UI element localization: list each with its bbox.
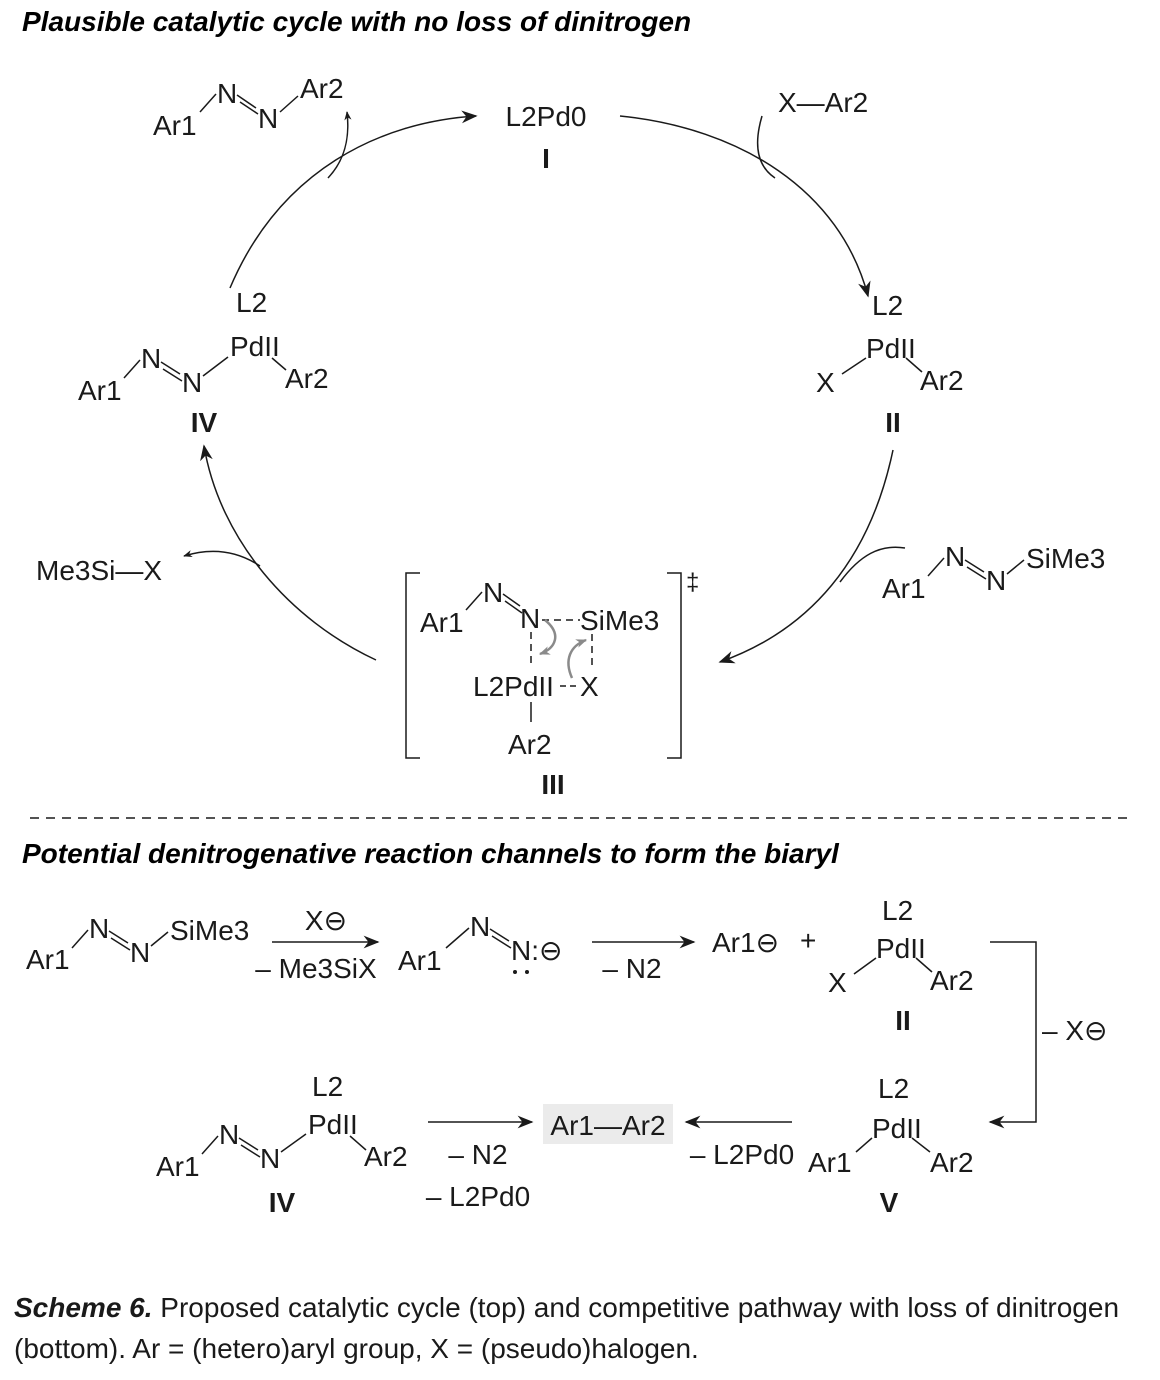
ii-x: X: [816, 367, 835, 398]
v-ligand: L2: [878, 1073, 909, 1104]
ii-b-ligand: L2: [882, 895, 913, 926]
reagent-entry-arrow: [756, 115, 776, 179]
iii-sime3: SiMe3: [580, 605, 659, 636]
label-II-bottom: II: [895, 1005, 911, 1036]
ts-right-bracket: [667, 572, 682, 759]
v-ar2: Ar2: [930, 1147, 974, 1178]
label-III: III: [541, 769, 564, 800]
iv-b-ar1: Ar1: [156, 1151, 200, 1182]
pd0-formula: L2Pd0: [506, 101, 587, 132]
label-I: I: [542, 143, 550, 174]
oxidative-addition-arrow: [619, 115, 871, 298]
reaction-scheme: L2Pd0 I X—Ar2 Ar1 N N Ar2 L2 PdII X Ar2 …: [26, 73, 1128, 1218]
iii-pd: L2PdII: [473, 671, 554, 702]
iv-ligand: L2: [236, 287, 267, 318]
silyl-diazene: Ar1 N N SiMe3: [882, 541, 1105, 604]
ts-left-bracket: [405, 572, 420, 759]
iii-ar1: Ar1: [420, 607, 464, 638]
azo-product: Ar1 N N Ar2: [153, 73, 344, 141]
left-loss-n2: – N2: [448, 1139, 507, 1170]
iii-ar2: Ar2: [508, 729, 552, 760]
right-loss-pd: – L2Pd0: [690, 1139, 794, 1170]
species-V: L2 PdII Ar1 Ar2 V: [808, 1073, 974, 1218]
label-IV-bottom: IV: [269, 1187, 296, 1218]
start-ar1: Ar1: [26, 944, 70, 975]
ii-ar2: Ar2: [920, 365, 964, 396]
product-highlight: [543, 1104, 673, 1144]
caption-lead: Scheme 6.: [14, 1292, 153, 1323]
iv-ar1: Ar1: [78, 375, 122, 406]
aryl-anion: Ar1⊖: [712, 927, 779, 958]
diazenide-ar1: Ar1: [398, 945, 442, 976]
reagent-entry-arrow: [839, 546, 906, 583]
azo-n1: N: [217, 78, 237, 109]
diazenide-n2: N:⊖: [511, 935, 562, 966]
caption-text: Proposed catalytic cycle (top) and compe…: [14, 1292, 1120, 1364]
diazenide-n1: N: [470, 911, 490, 942]
start-n2: N: [130, 937, 150, 968]
denitrogenative-channels: Ar1 N N SiMe3 X⊖ – Me3SiX Ar1 N N:⊖ – N2: [26, 895, 1108, 1218]
label-IV: IV: [191, 407, 218, 438]
plus-sign: +: [800, 925, 816, 956]
start-sime3: SiMe3: [170, 915, 249, 946]
step1-reagent: X⊖: [305, 905, 347, 936]
step1-loss: – Me3SiX: [255, 953, 377, 984]
reductive-elimination-arrow: [229, 110, 478, 289]
step2-loss: – N2: [602, 953, 661, 984]
iv-b-n1: N: [219, 1119, 239, 1150]
ii-b-x: X: [828, 967, 847, 998]
iv-ar2: Ar2: [285, 363, 329, 394]
sd-n2: N: [986, 565, 1006, 596]
ii-ligand: L2: [872, 290, 903, 321]
iv-b-ar2: Ar2: [364, 1141, 408, 1172]
azo-n2: N: [258, 103, 278, 134]
transmetalation-arrow: [718, 449, 894, 664]
species-II-bottom: L2 PdII X Ar2 II: [828, 895, 974, 1036]
species-III: ‡ Ar1 N N SiMe3 L2PdII X Ar2 III: [405, 569, 699, 800]
halide-loss-arrow: [988, 941, 1037, 1129]
label-V: V: [880, 1187, 899, 1218]
byproduct-release-arrow: [183, 550, 261, 567]
iv-b-ligand: L2: [312, 1071, 343, 1102]
biaryl-product: Ar1—Ar2: [550, 1110, 665, 1141]
sd-n1: N: [945, 541, 965, 572]
species-IV-bottom: L2 PdII Ar1 N N Ar2 IV: [156, 1071, 408, 1218]
product-release-arrow: [327, 111, 352, 179]
label-II: II: [885, 407, 901, 438]
scheme-caption: Scheme 6. Proposed catalytic cycle (top)…: [14, 1287, 1149, 1369]
silyl-halide-byproduct: Me3Si—X: [36, 555, 162, 586]
iii-x: X: [580, 671, 599, 702]
cycle-heading: Plausible catalytic cycle with no loss o…: [22, 6, 692, 37]
ts-double-dagger: ‡: [686, 569, 699, 596]
silyl-transfer-arrow: [200, 444, 377, 661]
iv-n1: N: [141, 343, 161, 374]
iv-b-metal: PdII: [308, 1109, 358, 1140]
iii-n2: N: [520, 603, 540, 634]
iv-metal: PdII: [230, 331, 280, 362]
species-IV: L2 PdII Ar1 N N Ar2 IV: [78, 287, 329, 438]
iv-b-n2: N: [260, 1143, 280, 1174]
species-II: L2 PdII X Ar2 II: [816, 290, 964, 438]
electron-push-arrow: [567, 638, 588, 679]
azo-ar2: Ar2: [300, 73, 344, 104]
ii-b-ar2: Ar2: [930, 965, 974, 996]
catalytic-cycle: L2Pd0 I X—Ar2 Ar1 N N Ar2 L2 PdII X Ar2 …: [36, 73, 1105, 800]
sd-ar1: Ar1: [882, 573, 926, 604]
iii-n1: N: [483, 577, 503, 608]
start-n1: N: [89, 913, 109, 944]
sd-sime3: SiMe3: [1026, 543, 1105, 574]
azo-ar1: Ar1: [153, 110, 197, 141]
v-ar1: Ar1: [808, 1147, 852, 1178]
loss-x: – X⊖: [1042, 1015, 1108, 1046]
species-I: L2Pd0 I: [506, 101, 587, 174]
aryl-halide: X—Ar2: [778, 87, 868, 118]
diazenide-anion: Ar1 N N:⊖: [398, 911, 562, 976]
left-loss-pd: – L2Pd0: [426, 1181, 530, 1212]
start-silyl-diazene: Ar1 N N SiMe3: [26, 913, 249, 975]
electron-push-arrow: [538, 619, 557, 656]
channels-heading: Potential denitrogenative reaction chann…: [22, 838, 839, 869]
iv-n2: N: [182, 367, 202, 398]
